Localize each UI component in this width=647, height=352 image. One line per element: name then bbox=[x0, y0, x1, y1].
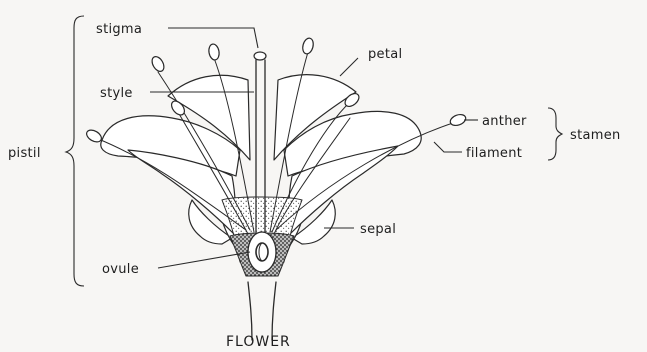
ovule bbox=[256, 243, 268, 261]
label-stamen: stamen bbox=[570, 128, 621, 143]
stigma bbox=[254, 52, 266, 60]
label-anther: anther bbox=[482, 114, 527, 129]
label-filament: filament bbox=[466, 146, 522, 161]
label-ovule: ovule bbox=[102, 262, 139, 277]
label-sepal: sepal bbox=[360, 222, 396, 237]
ovary bbox=[248, 232, 276, 272]
label-stigma: stigma bbox=[96, 22, 142, 37]
stamen-brace bbox=[548, 108, 562, 160]
label-pistil: pistil bbox=[8, 146, 41, 161]
label-style: style bbox=[100, 86, 133, 101]
stem bbox=[248, 282, 276, 340]
label-petal: petal bbox=[368, 47, 402, 62]
diagram-caption: FLOWER bbox=[226, 334, 291, 350]
pistil-brace bbox=[66, 16, 84, 286]
